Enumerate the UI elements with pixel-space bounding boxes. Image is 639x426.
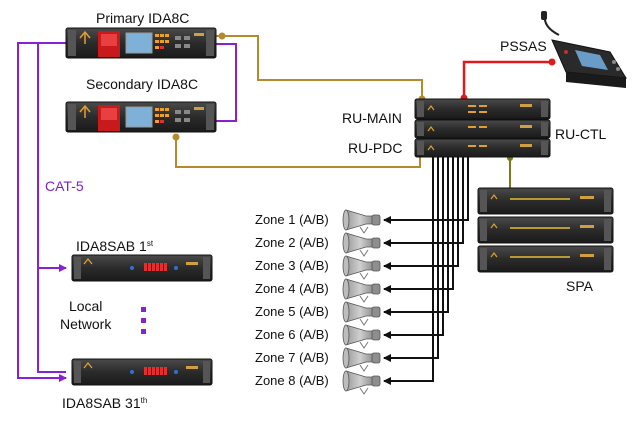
- zone-speaker-line: [383, 157, 439, 362]
- zone-speaker-line: [383, 157, 434, 385]
- gold-line-primary: [216, 35, 423, 101]
- zone-label: Zone 6 (A/B): [255, 327, 329, 342]
- zone-speaker-line: [383, 157, 449, 316]
- zone-label: Zone 1 (A/B): [255, 212, 329, 227]
- zone-speaker-line: [383, 157, 444, 339]
- horn-speaker-icon: [342, 232, 381, 257]
- pssas-red-dot-mic: [548, 58, 556, 66]
- zone-speaker-line: [383, 157, 469, 224]
- ida8sab-last-suffix: th: [140, 396, 148, 405]
- zone-speaker-line: [383, 157, 464, 247]
- zone-label: Zone 4 (A/B): [255, 281, 329, 296]
- spa-label: SPA: [566, 278, 593, 294]
- horn-speaker-icon: [342, 370, 381, 395]
- ida8sab-first-name: IDA8SAB 1: [76, 238, 147, 254]
- cat5-line-primary: [17, 39, 73, 382]
- zone-speaker-line: [383, 157, 454, 293]
- zone-label: Zone 7 (A/B): [255, 350, 329, 365]
- ida8sab-last-name: IDA8SAB 31: [62, 395, 141, 411]
- zone-label: Zone 3 (A/B): [255, 258, 329, 273]
- ida8sab-last-label: IDA8SAB 31th: [62, 393, 147, 411]
- cat5-line-secondary-b: [208, 100, 237, 125]
- zone-label: Zone 2 (A/B): [255, 235, 329, 250]
- horn-speaker-icon: [342, 255, 381, 280]
- network-ellipsis: [141, 307, 146, 334]
- speaker-lines: [383, 157, 469, 385]
- horn-speaker-icon: [342, 209, 381, 234]
- gold-dot-primary: [218, 32, 226, 40]
- secondary-ida8c-unit: [65, 101, 217, 133]
- horn-speaker-icon: [342, 278, 381, 303]
- ida8sab-last-unit: [71, 358, 213, 386]
- pssas-red-line: [462, 60, 552, 99]
- zone-label: Zone 8 (A/B): [255, 373, 329, 388]
- cat5-label: CAT-5: [45, 178, 84, 194]
- ru-ctl-label: RU-CTL: [555, 126, 607, 142]
- horn-speaker-icon: [342, 347, 381, 372]
- horn-speakers: [342, 209, 381, 395]
- secondary-ida8c-label: Secondary IDA8C: [86, 76, 199, 92]
- zone-label: Zone 5 (A/B): [255, 304, 329, 319]
- ida8sab-first-label: IDA8SAB 1st: [76, 236, 153, 254]
- ru-main-label: RU-MAIN: [342, 110, 402, 126]
- gold-dot-secondary: [172, 133, 180, 141]
- ida8sab-first-unit: [71, 254, 213, 282]
- pssas-label: PSSAS: [500, 38, 547, 54]
- ida8sab-first-suffix: st: [146, 239, 154, 248]
- horn-speaker-icon: [342, 301, 381, 326]
- cat5-line-sab-link: [37, 268, 66, 373]
- local-network-label: Local Network: [60, 298, 112, 332]
- zone-speaker-line: [383, 157, 459, 270]
- cat5-line-sab-first: [37, 43, 67, 272]
- primary-ida8c-unit: [65, 27, 217, 59]
- ru-stack-unit: [414, 98, 551, 158]
- spa-stack-unit: [477, 187, 614, 273]
- primary-ida8c-label: Primary IDA8C: [96, 10, 190, 26]
- pssas-microphone-station: [541, 11, 627, 88]
- cat5-links: [17, 39, 237, 382]
- ru-pdc-label: RU-PDC: [348, 140, 403, 156]
- horn-speaker-icon: [342, 324, 381, 349]
